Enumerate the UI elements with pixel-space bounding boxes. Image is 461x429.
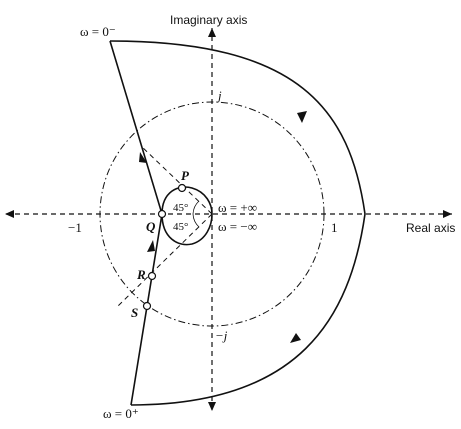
point-P-label: P [181, 168, 190, 183]
point-S-marker [142, 301, 152, 311]
tick-j: j [216, 88, 222, 103]
point-R-label: R [136, 267, 146, 282]
branch-upper [109, 40, 163, 215]
omega-minus-inf-label: ω = −∞ [218, 219, 257, 234]
small-loop [161, 186, 213, 246]
point-Q-label: Q [146, 219, 156, 234]
angle-arc-upper [192, 200, 200, 215]
unit-circle [99, 101, 325, 327]
omega-bottom-label: ω = 0⁺ [103, 406, 139, 421]
large-contour-arrow-bottom [290, 333, 301, 343]
angle-label-upper: 45° [173, 202, 188, 214]
real-axis-label: Real axis [406, 221, 455, 235]
point-P-marker [177, 183, 187, 193]
omega-plus-inf-label: ω = +∞ [218, 200, 257, 215]
tick-minus-j: −j [215, 328, 228, 343]
point-Q-marker [157, 209, 167, 219]
large-contour-arrow-top [297, 111, 307, 123]
large-contour [109, 40, 366, 406]
branch-upper-arrow [139, 152, 147, 163]
tick-one: 1 [331, 220, 338, 235]
branch-lower-arrow [147, 240, 155, 252]
ray-lower [117, 213, 213, 307]
ray-upper [140, 145, 213, 215]
point-R-marker [147, 271, 157, 281]
angle-arc-lower [192, 213, 200, 228]
point-S-label: S [131, 305, 138, 320]
omega-top-label: ω = 0⁻ [80, 24, 116, 39]
imaginary-axis-label: Imaginary axis [170, 13, 247, 27]
angle-label-lower: 45° [173, 221, 188, 233]
tick-minus-one: −1 [68, 220, 82, 235]
